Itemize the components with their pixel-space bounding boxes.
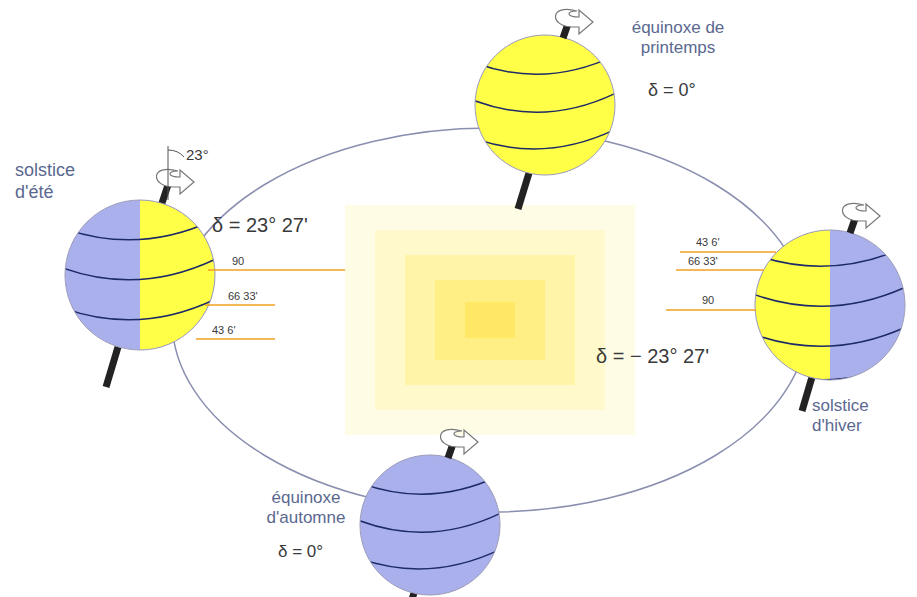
- sun-glow: [345, 205, 635, 435]
- declination-label: δ = − 23° 27': [596, 344, 709, 368]
- vertical-reference: [168, 146, 169, 200]
- season-name: équinoxe d'automne: [256, 488, 356, 529]
- sun-height-label: 90: [702, 294, 714, 307]
- season-name: équinoxe de printemps: [618, 18, 738, 59]
- sun-ray: [196, 270, 345, 339]
- season-name: solstice d'été: [15, 160, 95, 203]
- angle-label: 23°: [186, 146, 209, 164]
- sun-ray: [666, 252, 776, 310]
- season-name: solstice d'hiver: [812, 396, 904, 437]
- sun-height-label: 66 33': [228, 290, 258, 303]
- earth-summer: [60, 169, 220, 387]
- sun-height-label: 43 6': [212, 324, 236, 337]
- declination-label: δ = 23° 27': [212, 213, 308, 237]
- angle-arc: [168, 150, 184, 157]
- sun-height-label: 66 33': [688, 255, 718, 268]
- orbit: [172, 128, 808, 512]
- declination-label: δ = 0°: [648, 80, 696, 102]
- earth-winter: [750, 203, 910, 411]
- sun-height-label: 90: [232, 255, 244, 268]
- earth-autumn: [355, 429, 505, 597]
- sun-height-label: 43 6': [696, 236, 720, 249]
- declination-label: δ = 0°: [278, 542, 323, 562]
- earth-spring: [470, 9, 620, 209]
